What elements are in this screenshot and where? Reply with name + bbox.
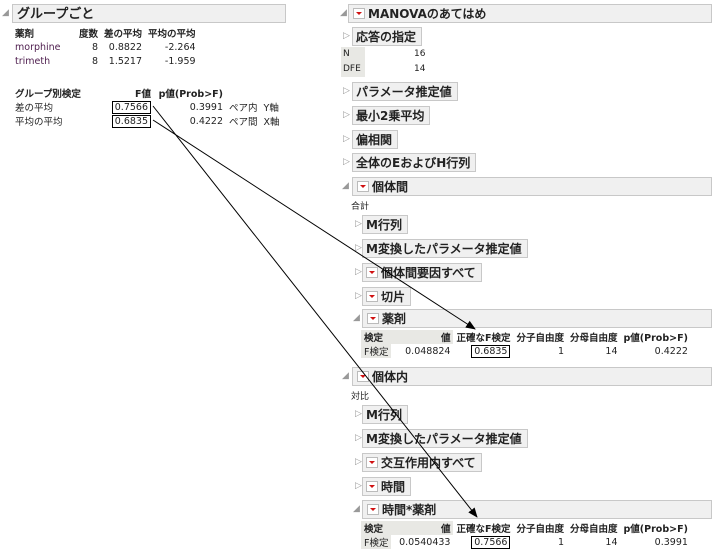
red-triangle-menu-icon[interactable] <box>366 457 378 468</box>
disclosure-icon[interactable]: ◢ <box>353 504 360 514</box>
col-header: 差の平均 <box>104 29 143 40</box>
stat-label: DFE <box>343 64 361 74</box>
disclosure-icon[interactable]: ◢ <box>342 371 349 381</box>
col-header: 検定 <box>361 330 392 344</box>
col-header: p値(Prob>F) <box>623 524 688 535</box>
red-triangle-menu-icon[interactable] <box>366 481 378 492</box>
intercept-button[interactable]: 切片 <box>362 287 412 306</box>
m-matrix-button[interactable]: M行列 <box>362 405 408 424</box>
all-interact-button[interactable]: 交互作用内すべて <box>362 453 482 472</box>
between-header[interactable]: 個体間 <box>352 177 712 196</box>
disclosure-icon[interactable]: ◢ <box>353 313 360 323</box>
col-header: 分母自由度 <box>569 333 618 344</box>
stat-value: 14 <box>414 64 426 74</box>
collapsed-icon[interactable]: ▷ <box>355 243 362 253</box>
arrow-0.6835 <box>152 119 476 330</box>
col-header: 薬剤 <box>15 29 35 40</box>
stat-value: 16 <box>414 49 426 59</box>
collapsed-icon[interactable]: ▷ <box>355 291 362 301</box>
sub-label: 対比 <box>351 392 370 402</box>
col-header: 分子自由度 <box>516 524 564 535</box>
col-header: 検定 <box>361 521 392 535</box>
col-header: グループ別検定 <box>15 89 81 100</box>
partial-corr-button[interactable]: 偏相関 <box>352 130 399 149</box>
col-header: F値 <box>135 89 151 100</box>
red-triangle-menu-icon[interactable] <box>366 267 378 278</box>
col-header: 正確なF検定 <box>456 524 511 535</box>
red-triangle-menu-icon[interactable] <box>367 504 379 515</box>
collapsed-icon[interactable]: ▷ <box>343 134 350 144</box>
red-triangle-menu-icon[interactable] <box>353 8 365 19</box>
highlight-box: 0.6835 <box>111 114 151 128</box>
col-header: 度数 <box>79 29 99 40</box>
m-matrix-button[interactable]: M行列 <box>362 215 408 234</box>
stats-labels <box>341 47 365 77</box>
collapsed-icon[interactable]: ▷ <box>355 409 362 419</box>
collapsed-icon[interactable]: ▷ <box>355 433 362 443</box>
stat-label: N <box>343 49 350 59</box>
red-triangle-menu-icon[interactable] <box>357 371 369 382</box>
red-triangle-menu-icon[interactable] <box>357 181 369 192</box>
collapsed-icon[interactable]: ▷ <box>343 86 350 96</box>
all-factors-button[interactable]: 個体間要因すべて <box>362 263 482 282</box>
collapsed-icon[interactable]: ▷ <box>343 157 350 167</box>
col-header: 平均の平均 <box>148 29 196 40</box>
col-header: 値 <box>391 330 454 344</box>
red-triangle-menu-icon[interactable] <box>366 291 378 302</box>
highlight-box: 0.7566 <box>111 100 151 114</box>
m-param-button[interactable]: M変換したパラメータ推定値 <box>362 429 528 448</box>
col-header: p値(Prob>F) <box>158 89 223 100</box>
col-header: 正確なF検定 <box>456 333 511 344</box>
lsmeans-button[interactable]: 最小2乗平均 <box>352 106 431 125</box>
collapsed-icon[interactable]: ▷ <box>355 267 362 277</box>
response-spec-button[interactable]: 応答の指定 <box>352 27 423 46</box>
red-triangle-menu-icon[interactable] <box>367 313 379 324</box>
time-drug-header[interactable]: 時間*薬剤 <box>362 500 712 519</box>
param-est-button[interactable]: パラメータ推定値 <box>352 82 458 101</box>
manova-header[interactable]: MANOVAのあてはめ <box>348 4 712 23</box>
col-header: 分母自由度 <box>569 524 618 535</box>
disclosure-icon[interactable]: ◢ <box>340 8 347 18</box>
disclosure-icon[interactable]: ◢ <box>2 8 9 18</box>
collapsed-icon[interactable]: ▷ <box>343 110 350 120</box>
eh-matrix-button[interactable]: 全体のEおよびH行列 <box>352 153 477 172</box>
highlight-box: 0.6835 <box>471 344 511 358</box>
collapsed-icon[interactable]: ▷ <box>355 457 362 467</box>
col-header: p値(Prob>F) <box>623 333 688 344</box>
highlight-box: 0.7566 <box>471 535 511 549</box>
sub-label: 合計 <box>351 202 370 212</box>
col-header: 分子自由度 <box>516 333 564 344</box>
collapsed-icon[interactable]: ▷ <box>355 219 362 229</box>
collapsed-icon[interactable]: ▷ <box>343 31 350 41</box>
group-header[interactable]: グループごと <box>12 4 286 23</box>
within-header[interactable]: 個体内 <box>352 367 712 386</box>
collapsed-icon[interactable]: ▷ <box>355 481 362 491</box>
col-header: 値 <box>391 521 454 535</box>
m-param-button[interactable]: M変換したパラメータ推定値 <box>362 239 528 258</box>
time-button[interactable]: 時間 <box>362 477 412 496</box>
disclosure-icon[interactable]: ◢ <box>342 181 349 191</box>
drug-header[interactable]: 薬剤 <box>362 309 712 328</box>
